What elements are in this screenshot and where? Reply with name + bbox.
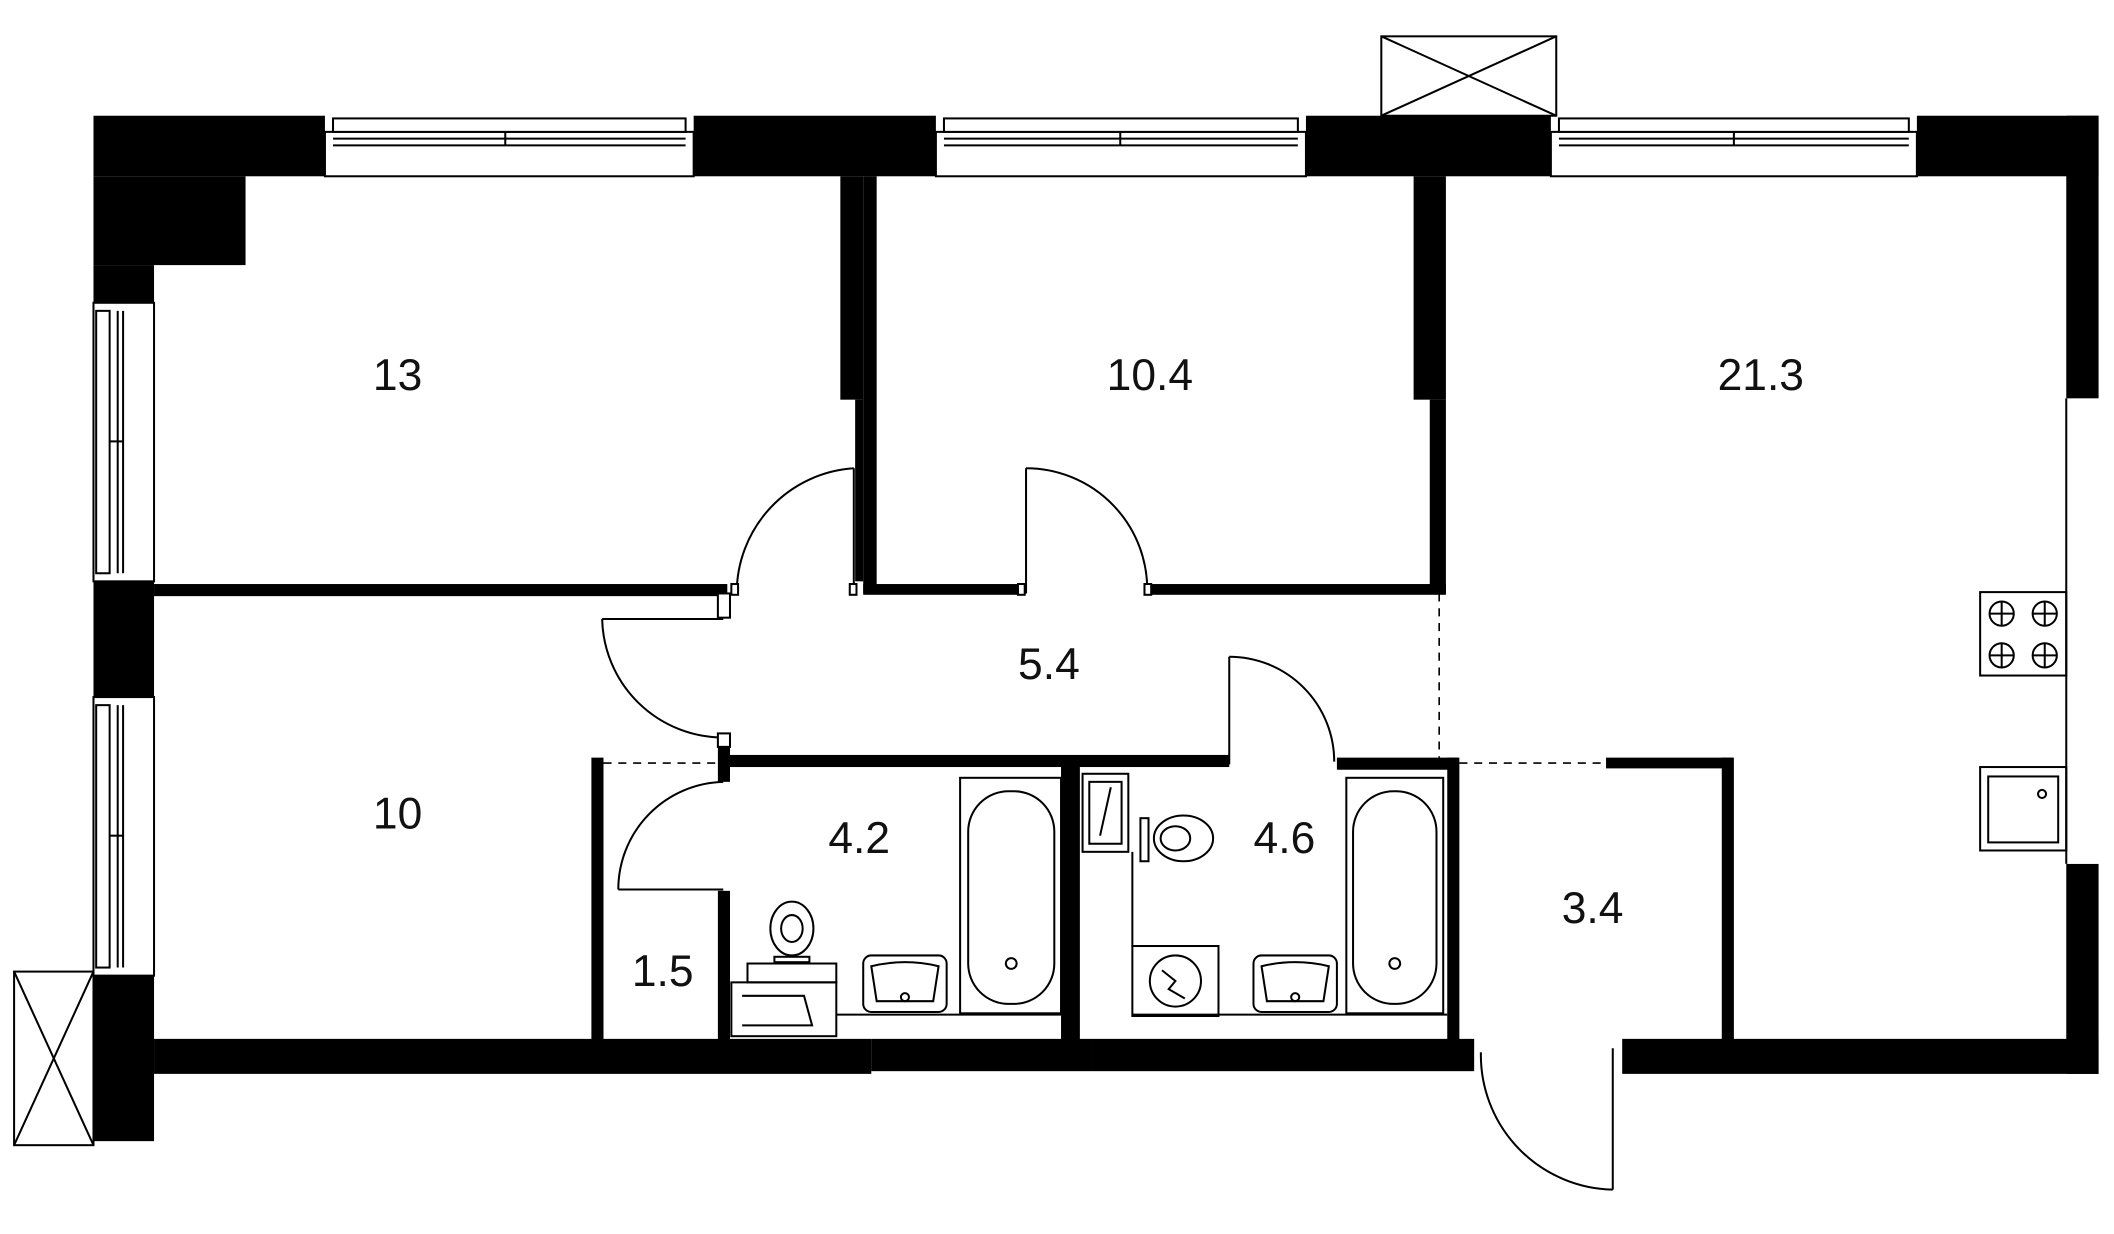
window-top-1 xyxy=(323,117,695,178)
window-left-1 xyxy=(92,301,156,583)
room-area-bedroom-2: 10.4 xyxy=(1107,351,1193,400)
toilet-2 xyxy=(1139,814,1215,863)
room-area-bathroom-1: 4.2 xyxy=(828,814,890,863)
windows xyxy=(92,117,1918,977)
wall-bath-top-b xyxy=(1336,757,1459,770)
wall-top-left xyxy=(93,115,325,177)
wall-top-mid-b xyxy=(1305,115,1551,177)
wall-bed1-bed2-low xyxy=(855,399,864,582)
door-bedroom-3 xyxy=(601,592,732,748)
wall-bed2-bottom-b xyxy=(1151,584,1446,595)
sink-1 xyxy=(862,954,948,1013)
door-bedroom-1 xyxy=(730,467,858,596)
cabinet-1 xyxy=(730,962,838,1038)
wall-entrance-right xyxy=(1721,757,1734,1043)
zone-lines xyxy=(603,593,1607,764)
doors xyxy=(601,467,1614,1191)
wall-bed2-right-b xyxy=(1429,399,1446,594)
wall-corner-block xyxy=(93,176,246,266)
wall-bath2-right xyxy=(1447,757,1460,1043)
fixtures xyxy=(730,398,2068,1038)
wall-left-b xyxy=(93,581,155,698)
vent-boxes xyxy=(13,35,1558,1147)
wall-bed2-left xyxy=(863,176,877,594)
toilet-1 xyxy=(769,900,815,964)
wall-right-upper xyxy=(2066,115,2099,399)
door-entrance xyxy=(1479,1048,1614,1191)
boiler xyxy=(1081,772,1130,853)
door-closet xyxy=(617,780,724,891)
wall-bed1-bed2 xyxy=(840,176,864,400)
wall-top-mid-a xyxy=(693,115,936,177)
wall-entrance-top xyxy=(1606,757,1733,769)
wall-bed2-bottom-a xyxy=(863,584,1020,595)
window-top-2 xyxy=(934,117,1307,178)
room-area-closet: 1.5 xyxy=(632,947,694,996)
wall-bottom-left xyxy=(154,1038,872,1074)
room-area-kitchen-living: 21.3 xyxy=(1718,351,1804,400)
door-bedroom-2 xyxy=(1016,467,1153,596)
room-labels: 13 10.4 21.3 10 5.4 4.2 4.6 1.5 3.4 xyxy=(373,351,1804,996)
vent-box-left xyxy=(13,970,95,1147)
wall-bottom-mid xyxy=(871,1038,1092,1072)
wall-closet-left xyxy=(591,757,604,1043)
washing-machine xyxy=(1131,945,1220,1018)
room-area-bedroom-1: 13 xyxy=(373,351,422,400)
room-area-bedroom-3: 10 xyxy=(373,790,422,839)
stove xyxy=(1979,591,2068,677)
wall-bed1-bed3 xyxy=(154,584,728,597)
wall-bed2-right-a xyxy=(1413,176,1446,400)
room-area-bathroom-2: 4.6 xyxy=(1254,814,1316,863)
bathtub-1 xyxy=(959,776,1063,1015)
wall-bottom-right-b xyxy=(1622,1038,2099,1074)
window-top-3 xyxy=(1549,117,1918,178)
wall-bath-divider xyxy=(1061,757,1080,1043)
wall-left-c xyxy=(93,975,155,1142)
walls xyxy=(93,115,2099,1142)
window-left-2 xyxy=(92,696,156,977)
wall-bottom-right-a xyxy=(1091,1038,1475,1072)
wall-closet-right xyxy=(717,890,730,1042)
wall-bath-top xyxy=(727,754,1230,768)
wall-right-lower xyxy=(2066,863,2099,1074)
sink-2 xyxy=(1252,954,1338,1013)
room-area-hallway: 5.4 xyxy=(1018,640,1080,689)
wall-left-a xyxy=(93,265,155,303)
room-area-entrance: 3.4 xyxy=(1562,884,1624,933)
kitchen-sink xyxy=(1979,766,2068,852)
door-bathroom-2 xyxy=(1228,655,1336,765)
bathtub-2 xyxy=(1345,776,1445,1015)
vent-box-top xyxy=(1380,35,1558,117)
